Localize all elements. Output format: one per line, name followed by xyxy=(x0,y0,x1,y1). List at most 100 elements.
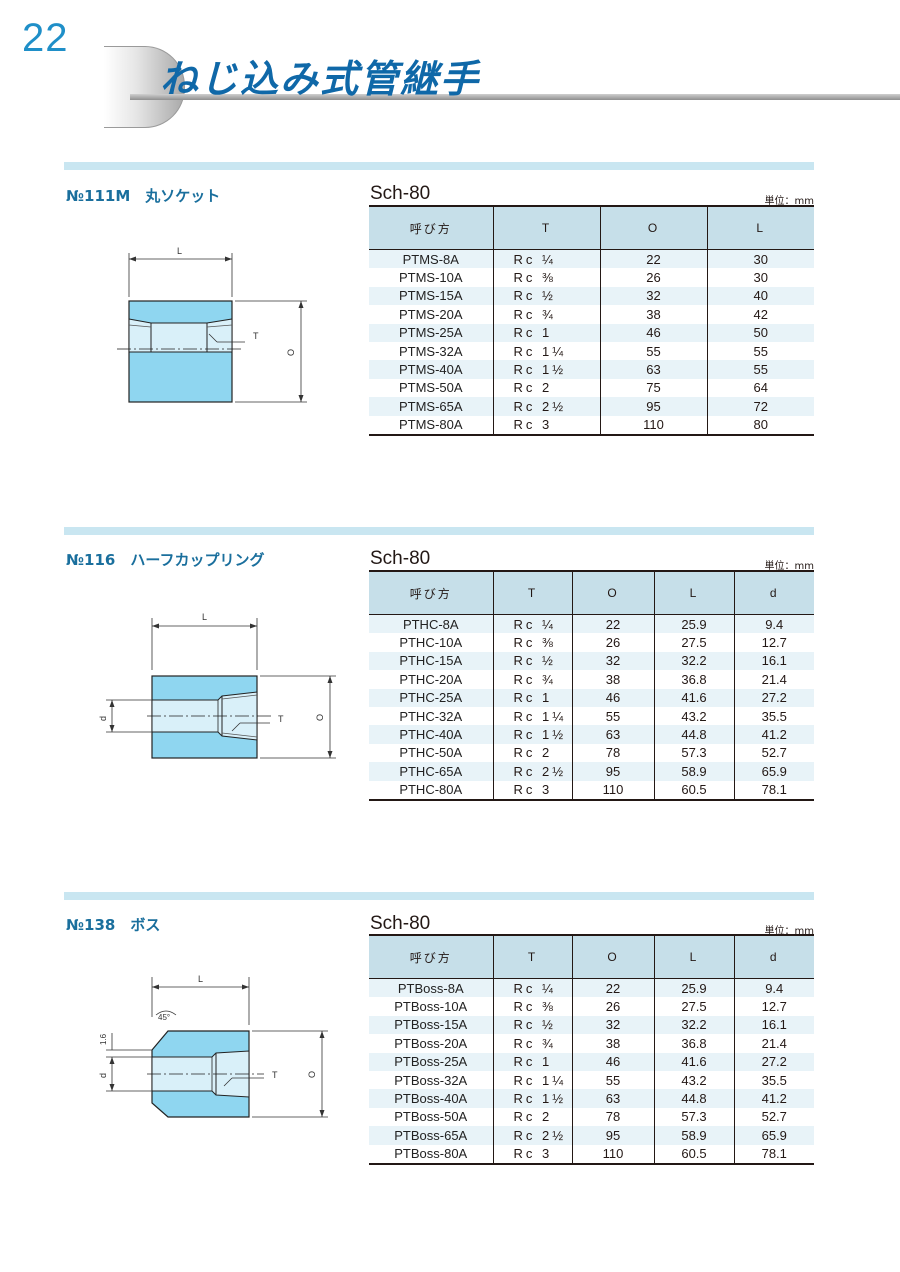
model-number-cell: PTHC-10A xyxy=(399,635,463,651)
dimension-cell: 35.5 xyxy=(733,1070,814,1090)
dimension-cell: 21.4 xyxy=(733,670,814,689)
model-number-cell: PTMS-40A xyxy=(369,360,493,379)
thread-size-cell: Rc 3 xyxy=(492,780,572,800)
column-header: 呼び方 xyxy=(369,935,493,979)
section-label: №111M 丸ソケット xyxy=(66,187,221,205)
model-number-cell: PTBoss-15A xyxy=(369,1015,493,1035)
dimension-cell: 46 xyxy=(571,1052,654,1071)
dimension-cell: 38 xyxy=(571,1034,654,1053)
model-number-cell: PTBoss-8A xyxy=(369,978,493,998)
dimension-O-label: O xyxy=(307,1071,317,1078)
dimension-cell: 78 xyxy=(571,1107,654,1127)
dimension-cell: 32 xyxy=(571,1015,654,1035)
thread-size-cell: Rc 1¼ xyxy=(492,341,600,361)
dimension-d-label: d xyxy=(98,1073,108,1078)
dimension-cell: 57.3 xyxy=(653,1107,734,1127)
column-header: T xyxy=(492,571,572,615)
column-header: O xyxy=(599,206,707,250)
thread-size-cell: Rc 1½ xyxy=(492,725,572,744)
dimension-cell: 44.8 xyxy=(653,1089,734,1108)
dimension-cell: 78.1 xyxy=(733,1144,814,1164)
dimension-cell: 58.9 xyxy=(653,1126,734,1145)
dimension-cell: 25.9 xyxy=(653,978,734,998)
dimension-cell: 110 xyxy=(571,780,654,800)
dimension-cell: 50 xyxy=(706,323,814,342)
dimension-T-label: T xyxy=(278,714,284,724)
dimension-cell: 32 xyxy=(599,286,707,306)
thread-size-cell: Rc ⅜ xyxy=(492,633,572,652)
dimension-cell: 60.5 xyxy=(653,1144,734,1164)
column-header: L xyxy=(706,206,814,250)
model-number-cell: PTHC-50A xyxy=(399,745,463,761)
model-number-cell: PTHC-40A xyxy=(369,725,493,744)
dimension-cell: 46 xyxy=(599,323,707,342)
column-header: O xyxy=(571,935,654,979)
schedule-label: Sch-80 xyxy=(370,548,431,569)
model-number-cell: PTBoss-25A xyxy=(369,1052,493,1071)
dimension-1.6-label: 1.6 xyxy=(99,1033,108,1045)
model-number-cell: PTMS-65A xyxy=(369,397,493,416)
unit-label: 単位：mm xyxy=(764,926,814,937)
dimension-cell: 32.2 xyxy=(653,1015,734,1035)
thread-size-cell: Rc ⅜ xyxy=(492,997,572,1016)
dimension-cell: 32.2 xyxy=(653,651,734,671)
model-number-cell: PTBoss-65A xyxy=(369,1126,493,1145)
model-number-cell: PTMS-32A xyxy=(398,343,463,359)
dimension-cell: 52.7 xyxy=(733,1107,814,1127)
dimension-cell: 95 xyxy=(571,762,654,781)
section-divider-band xyxy=(64,527,814,535)
dimension-cell: 78 xyxy=(571,743,654,763)
half-coupling-diagram: L d T O xyxy=(98,612,336,759)
dimension-cell: 52.7 xyxy=(733,743,814,763)
title-underline-bar xyxy=(130,94,900,100)
schedule-label: Sch-80 xyxy=(370,183,431,204)
unit-label: 単位：mm xyxy=(764,196,814,207)
dimension-cell: 30 xyxy=(706,268,814,287)
dimension-cell: 46 xyxy=(571,688,654,707)
dimension-cell: 27.2 xyxy=(733,688,814,707)
model-number-cell: PTBoss-50A xyxy=(394,1109,468,1125)
thread-size-cell: Rc 3 xyxy=(492,415,600,435)
page-title: ねじ込み式管継手 xyxy=(160,57,481,101)
dimension-cell: 26 xyxy=(599,268,707,287)
model-number-cell: PTBoss-20A xyxy=(394,1035,468,1051)
title-half-disc-decoration xyxy=(104,46,185,128)
dimension-cell: 55 xyxy=(706,360,814,379)
thread-size-cell: Rc 1¼ xyxy=(492,706,572,726)
thread-size-cell: Rc 2 xyxy=(492,743,572,763)
schedule-label: Sch-80 xyxy=(370,913,431,934)
model-number-cell: PTMS-8A xyxy=(369,249,493,269)
dimension-cell: 60.5 xyxy=(653,780,734,800)
dimension-cell: 42 xyxy=(706,305,814,324)
thread-size-cell: Rc 1½ xyxy=(492,360,600,379)
thread-size-cell: Rc 1 xyxy=(492,323,600,342)
model-number-cell: PTHC-80A xyxy=(399,782,463,798)
dimension-cell: 41.6 xyxy=(653,688,734,707)
dimension-cell: 25.9 xyxy=(653,614,734,634)
column-header: d xyxy=(733,935,814,979)
dimension-cell: 63 xyxy=(571,725,654,744)
dimension-cell: 9.4 xyxy=(733,614,814,634)
